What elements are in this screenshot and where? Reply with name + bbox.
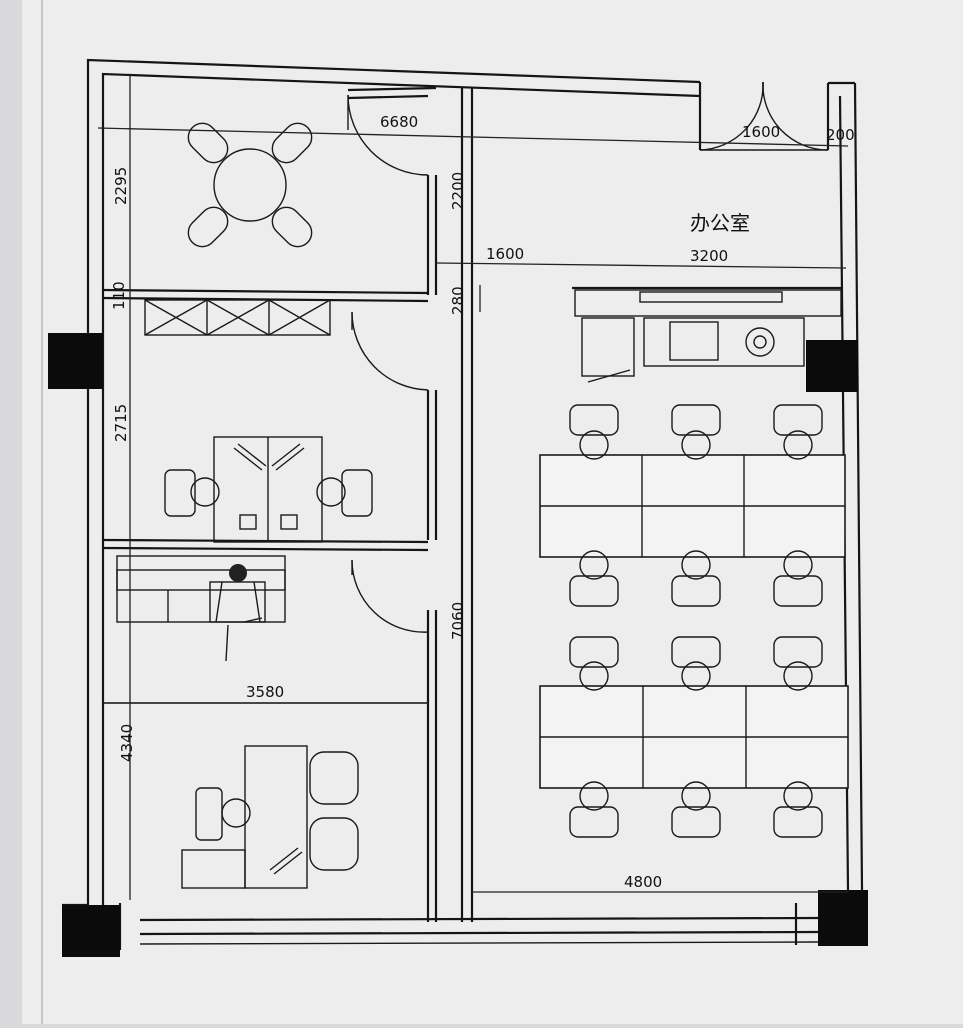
workstations-upper — [539, 404, 846, 607]
storage-cabinets — [144, 299, 331, 336]
meeting-round-table — [187, 122, 313, 248]
workstations-lower — [539, 636, 849, 838]
dim-door-right-width: 1600 — [742, 123, 780, 141]
column-left-mid — [48, 333, 103, 389]
dim-corridor-length: 7060 — [449, 602, 467, 640]
dim-bottom-width: 4800 — [624, 873, 662, 891]
dim-left-mid-height: 2715 — [112, 404, 130, 442]
column-bottom-left — [62, 905, 120, 957]
reception-counter — [574, 289, 842, 383]
dim-left-top-height: 2295 — [112, 167, 130, 205]
dim-left-bottom-width: 3580 — [246, 683, 284, 701]
dim-top-span: 6680 — [380, 113, 418, 131]
lounge-sofa — [116, 555, 286, 662]
doors — [347, 81, 830, 633]
dim-corridor-width: 1600 — [486, 245, 524, 263]
room-label: 办公室 — [690, 211, 750, 235]
dim-mid-height: 2200 — [449, 172, 467, 210]
dim-left-small: 110 — [110, 281, 128, 310]
director-office — [181, 745, 359, 889]
interior-walls — [102, 86, 842, 922]
column-right-mid — [806, 340, 858, 392]
dim-small-gap: 280 — [449, 286, 467, 315]
dim-door-right-side: 200 — [826, 126, 855, 144]
column-bottom-right — [818, 890, 868, 946]
dimension-lines — [97, 74, 849, 900]
dim-left-bottom-height: 4340 — [118, 724, 136, 762]
dim-office-width: 3200 — [690, 247, 728, 265]
manager-desk-pair — [164, 436, 373, 543]
